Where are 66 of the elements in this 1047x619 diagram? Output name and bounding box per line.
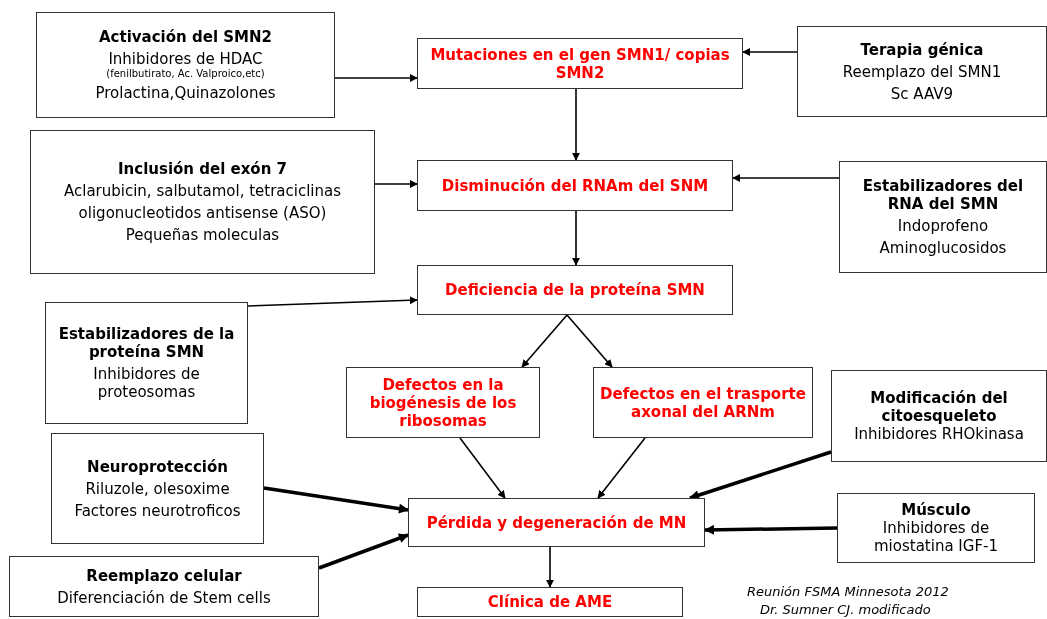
therapy-text: Factores neurotroficos [74, 501, 241, 520]
credit-note: Reunión FSMA Minnesota 2012 [747, 584, 949, 599]
therapy-text: Riluzole, olesoxime [85, 479, 230, 498]
box-heading: Activación del SMN2 [99, 28, 272, 46]
box-heading: Estabilizadores de la proteína SMN [57, 325, 236, 361]
therapy-text: oligonucleotidos antisense (ASO) [78, 204, 327, 222]
therapy-box [30, 130, 375, 274]
therapy-text: Inhibidores de HDAC [108, 50, 263, 68]
effect-text: Pérdida y degeneración de MN [426, 513, 687, 532]
effect-text: Defectos en el trasporte axonal del ARNm [599, 384, 807, 421]
box-heading: Reemplazo celular [86, 566, 242, 585]
arrow [689, 450, 832, 500]
credit-note: Dr. Sumner CJ. modificado [760, 602, 931, 617]
therapy-box [831, 370, 1047, 462]
effect-text: Deficiencia de la proteína SMN [445, 281, 705, 299]
box-heading: Músculo [901, 501, 971, 519]
arrow [572, 88, 580, 161]
box-heading: Inclusión del exón 7 [118, 160, 287, 178]
arrow [572, 210, 580, 266]
effect-box [408, 498, 705, 547]
effect-text: Clínica de AME [487, 593, 613, 611]
arrow [546, 546, 554, 588]
therapy-text: Reemplazo del SMN1 [842, 62, 1002, 81]
effect-box [417, 160, 733, 211]
therapy-box [51, 433, 264, 544]
therapy-box [839, 161, 1047, 273]
therapy-text: Diferenciación de Stem cells [57, 588, 271, 607]
effect-text: Mutaciones en el gen SMN1/ copias SMN2 [429, 45, 731, 82]
therapy-text: Inhibidores de proteosomas [92, 365, 201, 401]
therapy-box [45, 302, 248, 424]
box-heading: Neuroprotección [87, 457, 228, 476]
therapy-text: Sc AAV9 [890, 84, 954, 103]
therapy-text: Inhibidores RHOkinasa [854, 425, 1024, 443]
arrow [374, 180, 418, 188]
therapy-text: Prolactina,Quinazolones [95, 84, 276, 102]
arrow [247, 296, 418, 307]
effect-text: Defectos en la biogénesis de los ribosomas [368, 375, 518, 430]
effect-box [346, 367, 540, 438]
note-text: (fenilbutirato, Ac. Valproico,etc) [106, 68, 265, 80]
box-heading: Terapia génica [860, 40, 984, 59]
therapy-box [36, 12, 335, 118]
arrow [566, 314, 613, 368]
box-heading: Modificación del citoesqueleto [869, 389, 1009, 425]
arrow [334, 74, 418, 82]
arrow [459, 437, 506, 499]
therapy-text: Inhibidores de miostatina IGF-1 [873, 519, 999, 555]
effect-text: Disminución del RNAm del SNM [441, 176, 709, 195]
therapy-box [9, 556, 319, 617]
therapy-text: Aclarubicin, salbutamol, tetraciclinas [63, 182, 342, 200]
therapy-box [797, 26, 1047, 117]
arrow [732, 174, 840, 182]
arrow [263, 486, 409, 514]
effect-box [417, 38, 743, 89]
therapy-text: Indoprofeno [897, 217, 989, 235]
therapy-box [837, 493, 1035, 563]
effect-box [417, 265, 733, 315]
arrow [597, 437, 646, 499]
arrow [318, 533, 409, 570]
arrow [521, 314, 568, 368]
arrow [742, 48, 798, 56]
effect-box [417, 587, 683, 617]
box-heading: Estabilizadores del RNA del SMN [861, 177, 1025, 213]
therapy-text: Aminoglucosidos [879, 239, 1007, 257]
therapy-text: Pequeñas moleculas [125, 226, 280, 244]
arrow [704, 524, 838, 535]
effect-box [593, 367, 813, 438]
